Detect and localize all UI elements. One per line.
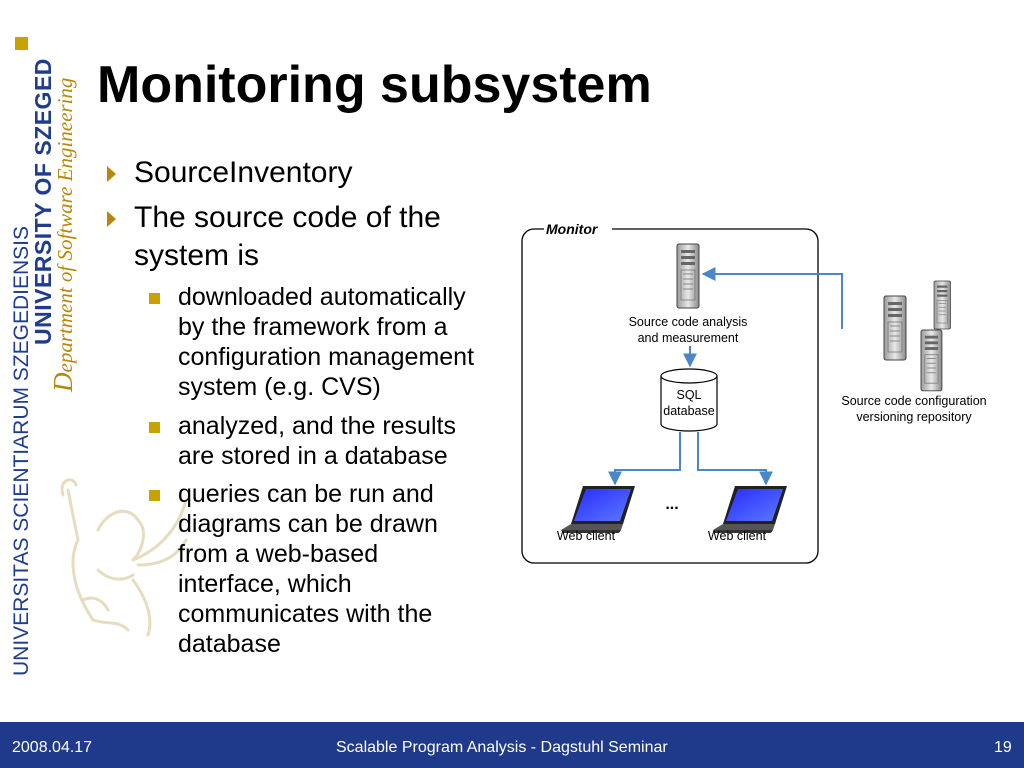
sub-bullet-queries: queries can be run and diagrams can be d… [149, 479, 438, 659]
sub-bullet-line: by the framework from a [178, 313, 448, 341]
sub-bullet-line: queries can be run and [178, 480, 434, 508]
footer-date: 2008.04.17 [12, 739, 93, 756]
repository-label-line: versioning repository [856, 410, 972, 424]
sub-bullet-line: database [178, 630, 281, 658]
repository-server-icon [933, 280, 951, 330]
bullet-sourceinventory: SourceInventory [107, 154, 353, 192]
footer-bar: 2008.04.17 Scalable Program Analysis - D… [0, 722, 1024, 768]
laptop-icon [713, 486, 787, 533]
bullet-line: The source code of the [134, 201, 441, 234]
db-to-client-arrow [608, 432, 681, 486]
square-bullet-icon [149, 422, 160, 433]
sub-bullet-line: system (e.g. CVS) [178, 373, 381, 401]
monitor-label: Monitor [546, 221, 598, 237]
analysis-server-icon [676, 243, 700, 309]
footer-title: Scalable Program Analysis - Dagstuhl Sem… [336, 739, 668, 756]
slide-title: Monitoring subsystem [97, 56, 652, 114]
department-name: Department of Software Engineering [48, 78, 79, 392]
department-rest: epartment of Software Engineering [53, 77, 77, 373]
logo-square [15, 37, 28, 50]
repository-label: Source code configuration versioning rep… [822, 393, 1006, 425]
sub-bullet-line: analyzed, and the results [178, 412, 456, 440]
bullet-arrow-icon [107, 166, 116, 182]
sub-bullet-line: configuration management [178, 343, 475, 371]
bullet-source-code: The source code of the system is [107, 199, 441, 275]
db-to-client-arrow [697, 432, 773, 486]
bullet-line: system is [134, 239, 260, 272]
sub-bullet-line: from a web-based [178, 540, 379, 568]
analysis-label-line: and measurement [637, 331, 739, 345]
laptop-icon [561, 486, 635, 533]
ellipsis: ... [665, 496, 679, 513]
analysis-label: Source code analysis and measurement [608, 314, 768, 346]
repository-label-line: Source code configuration [841, 394, 987, 408]
repository-server-icon [883, 295, 907, 361]
sub-bullet-line: interface, which [178, 570, 352, 598]
bullet-text: SourceInventory [134, 156, 353, 189]
sub-bullet-line: diagrams can be drawn [178, 510, 438, 538]
sub-bullet-analyzed: analyzed, and the results are stored in … [149, 411, 456, 471]
page-number: 19 [994, 739, 1012, 756]
sub-bullet-line: are stored in a database [178, 442, 448, 470]
bullet-arrow-icon [107, 211, 116, 227]
database-label-line: database [663, 404, 715, 418]
web-client-label-right: Web client [707, 529, 767, 543]
sub-bullet-line: communicates with the [178, 600, 433, 628]
database-label: SQL database [659, 387, 719, 419]
web-client-label-left: Web client [556, 529, 616, 543]
square-bullet-icon [149, 293, 160, 304]
repository-server-icon [920, 329, 943, 392]
analysis-label-line: Source code analysis [628, 315, 748, 329]
department-initial: D [48, 372, 78, 393]
sub-bullet-downloaded: downloaded automatically by the framewor… [149, 282, 475, 402]
square-bullet-icon [149, 490, 160, 501]
griffin-watermark-icon [60, 478, 188, 637]
sub-bullet-line: downloaded automatically [178, 283, 466, 311]
database-label-line: SQL [676, 388, 702, 402]
